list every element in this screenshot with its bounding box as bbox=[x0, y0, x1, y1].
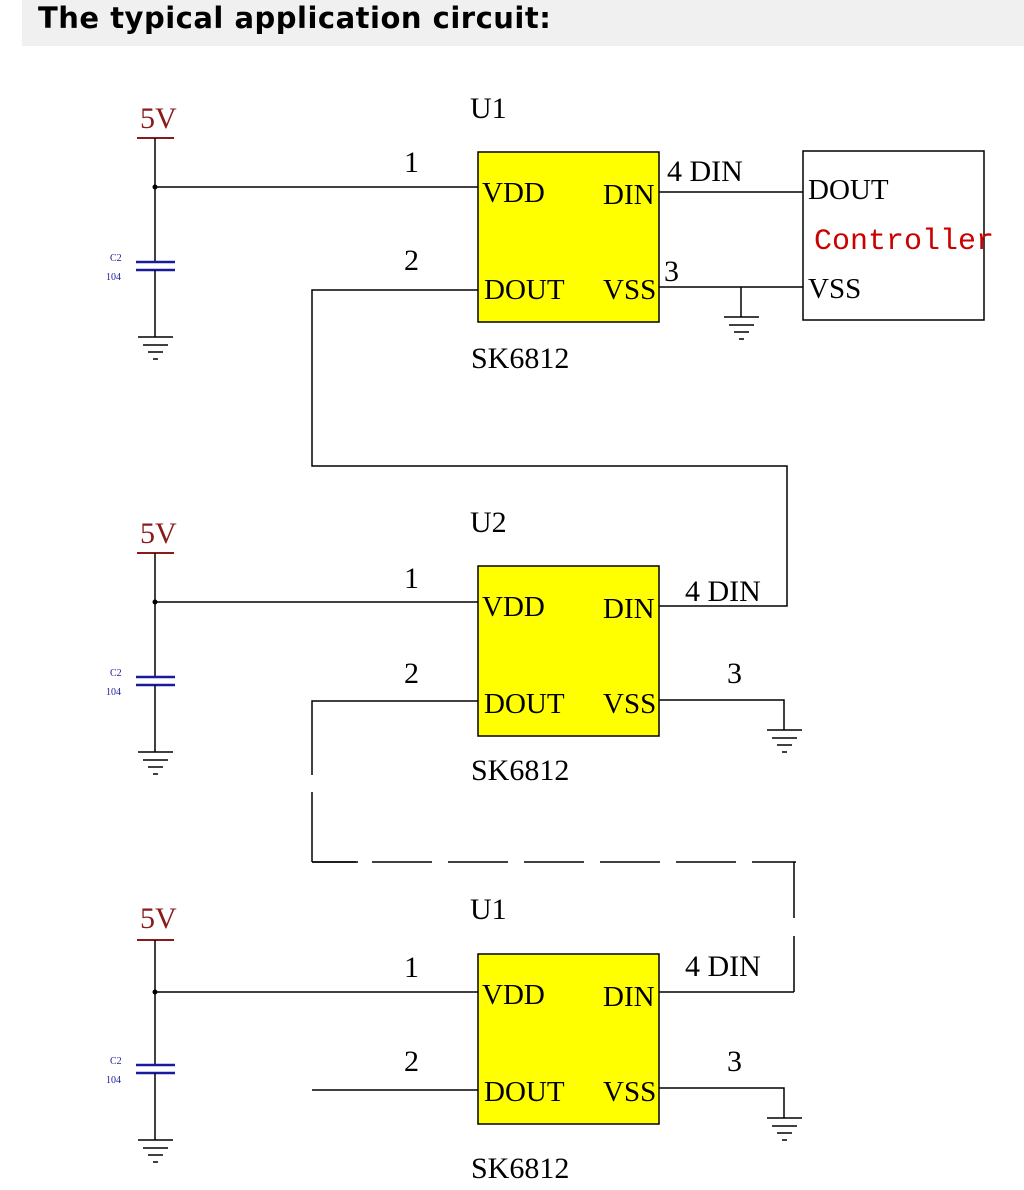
capacitor-value: 104 bbox=[106, 272, 121, 283]
chain-wire-2-3 bbox=[311, 700, 478, 775]
capacitor: C2 104 bbox=[106, 1056, 175, 1140]
ground-symbol bbox=[767, 1117, 802, 1141]
part-number: SK6812 bbox=[471, 342, 569, 375]
pin-number-4-din: 4 DIN bbox=[667, 155, 743, 188]
pin-label-vss: VSS bbox=[603, 688, 656, 720]
capacitor-value: 104 bbox=[106, 1075, 121, 1086]
unit-1: 5V C2 104 U1 VDD DIN DOUT VSS SK6812 1 2… bbox=[106, 92, 803, 607]
unit-ref: U1 bbox=[470, 893, 507, 926]
unit-2: 5V C2 104 U2 VDD DIN DOUT VSS SK6812 1 2… bbox=[106, 506, 802, 993]
pin-label-vss: VSS bbox=[603, 274, 656, 306]
ground-symbol bbox=[138, 1139, 173, 1163]
unit-ref: U2 bbox=[470, 506, 507, 539]
chip-body bbox=[477, 953, 660, 1125]
pin-label-din: DIN bbox=[603, 179, 655, 211]
power-label-5v: 5V bbox=[140, 102, 177, 135]
chip-body bbox=[477, 565, 660, 737]
vss-wire bbox=[659, 699, 785, 730]
ground-symbol bbox=[724, 316, 759, 340]
capacitor: C2 104 bbox=[106, 253, 175, 337]
pin-label-dout: DOUT bbox=[484, 1076, 565, 1108]
controller-block: DOUT Controller VSS bbox=[802, 150, 994, 321]
pin-number-3: 3 bbox=[664, 255, 679, 288]
pin-number-2: 2 bbox=[404, 1045, 419, 1078]
capacitor: C2 104 bbox=[106, 668, 175, 752]
power-label-5v: 5V bbox=[140, 517, 177, 550]
controller-name: Controller bbox=[814, 225, 994, 259]
pin-label-din: DIN bbox=[603, 593, 655, 625]
pin-number-2: 2 bbox=[404, 657, 419, 690]
controller-vss-label: VSS bbox=[808, 273, 861, 305]
pin-label-vss: VSS bbox=[603, 1076, 656, 1108]
pin-label-vdd: VDD bbox=[482, 177, 545, 209]
pin-label-vdd: VDD bbox=[482, 591, 545, 623]
part-number: SK6812 bbox=[471, 1152, 569, 1185]
pin-label-dout: DOUT bbox=[484, 274, 565, 306]
capacitor-ref: C2 bbox=[110, 1056, 122, 1067]
power-label-5v: 5V bbox=[140, 902, 177, 935]
pin-number-1: 1 bbox=[404, 951, 419, 984]
header-bar: The typical application circuit: bbox=[22, 0, 1024, 46]
page-title: The typical application circuit: bbox=[38, 1, 552, 35]
pin-number-2: 2 bbox=[404, 244, 419, 277]
pin-number-1: 1 bbox=[404, 562, 419, 595]
chain-wire-1-2 bbox=[311, 289, 788, 607]
pin-number-3: 3 bbox=[727, 657, 742, 690]
capacitor-value: 104 bbox=[106, 687, 121, 698]
unit-3: 5V C2 104 U1 VDD DIN DOUT VSS SK6812 1 2… bbox=[106, 893, 802, 1185]
pin-label-dout: DOUT bbox=[484, 688, 565, 720]
controller-dout-label: DOUT bbox=[808, 174, 889, 206]
part-number: SK6812 bbox=[471, 754, 569, 787]
capacitor-ref: C2 bbox=[110, 668, 122, 679]
pin-label-vdd: VDD bbox=[482, 979, 545, 1011]
pin-label-din: DIN bbox=[603, 981, 655, 1013]
pin-number-1: 1 bbox=[404, 146, 419, 179]
pin-number-4-din: 4 DIN bbox=[685, 950, 761, 983]
controller-box bbox=[802, 150, 985, 321]
pin-number-3: 3 bbox=[727, 1045, 742, 1078]
pin-number-4-din: 4 DIN bbox=[685, 575, 761, 608]
vss-wire bbox=[659, 1087, 785, 1118]
unit-ref: U1 bbox=[470, 92, 507, 125]
ground-symbol bbox=[138, 336, 173, 360]
chip-body bbox=[477, 151, 660, 323]
ground-symbol bbox=[138, 751, 173, 775]
ground-symbol bbox=[767, 729, 802, 753]
capacitor-ref: C2 bbox=[110, 253, 122, 264]
